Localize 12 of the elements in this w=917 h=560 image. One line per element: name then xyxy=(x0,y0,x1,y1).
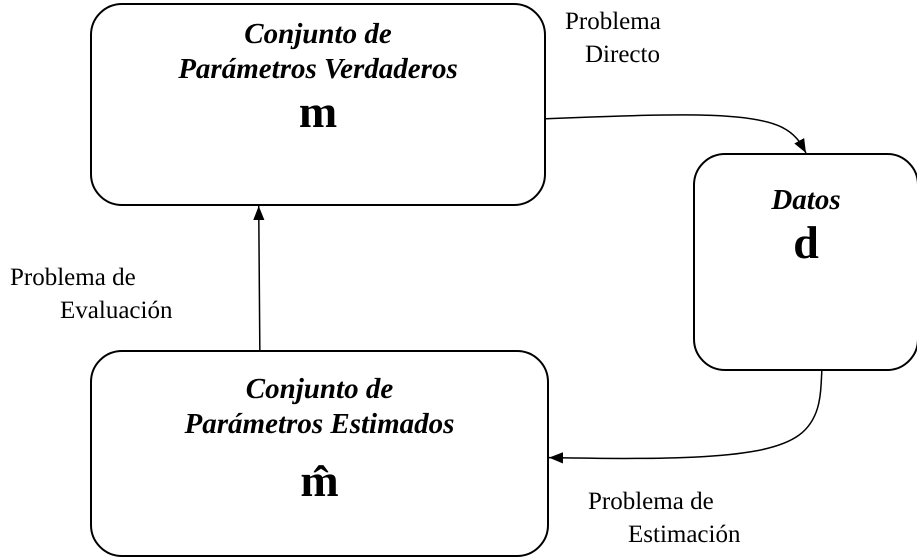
rounded-box xyxy=(90,3,546,206)
rounded-box xyxy=(693,153,917,371)
box-title: Conjunto de Parámetros Verdaderos xyxy=(177,17,459,87)
symbol: d xyxy=(793,218,819,268)
box-title: Datos xyxy=(771,183,841,218)
arrow xyxy=(253,206,264,350)
symbol: m̂ xyxy=(300,456,339,506)
symbol: m xyxy=(298,86,338,138)
rounded-box xyxy=(90,350,549,557)
arrow xyxy=(548,370,823,464)
arrow xyxy=(546,114,807,154)
box-title: Conjunto de Parámetros Estimados xyxy=(184,372,456,442)
